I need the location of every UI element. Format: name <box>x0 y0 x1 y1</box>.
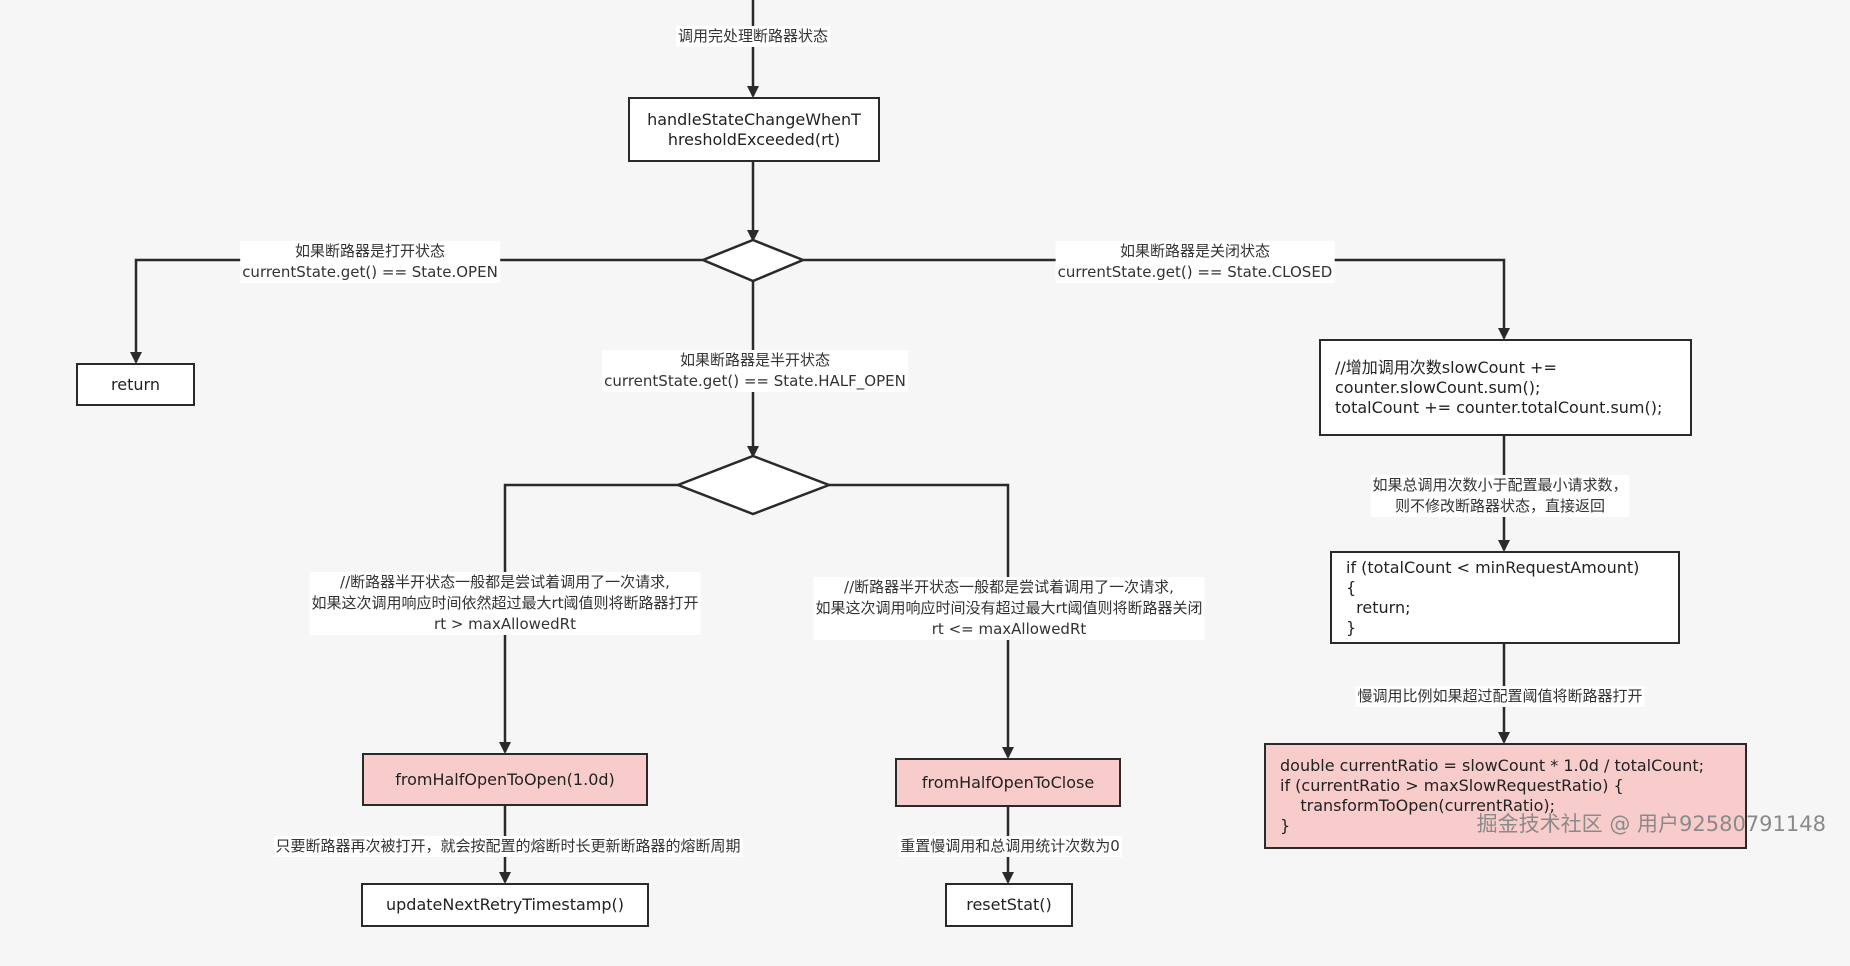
min-request-check-node: if (totalCount < minRequestAmount) { ret… <box>1330 551 1680 644</box>
label-top: 调用完处理断路器状态 <box>675 26 831 47</box>
update-next-retry-node: updateNextRetryTimestamp() <box>361 883 649 927</box>
label-open-state: 如果断路器是打开状态 currentState.get() == State.O… <box>240 241 500 283</box>
decision-half-open-diamond <box>674 454 833 516</box>
edge-to-increment <box>803 258 1510 340</box>
from-half-open-to-close-node: fromHalfOpenToClose <box>895 758 1121 807</box>
decision-state-diamond <box>699 238 807 283</box>
return-node: return <box>76 363 195 406</box>
watermark: 掘金技术社区 @ 用户92580791148 <box>1476 812 1826 836</box>
slow-ratio-check-node: double currentRatio = slowCount * 1.0d /… <box>1264 743 1747 849</box>
edge-to-open <box>499 483 678 754</box>
label-half-open-state: 如果断路器是半开状态 currentState.get() == State.H… <box>602 350 908 392</box>
handle-state-change-node: handleStateChangeWhenT hresholdExceeded(… <box>628 97 880 162</box>
edge-to-return <box>130 258 703 364</box>
label-retry-note: 只要断路器再次被打开，就会按配置的熔断时长更新断路器的熔断周期 <box>273 836 743 857</box>
label-closed-state: 如果断路器是关闭状态 currentState.get() == State.C… <box>1055 241 1335 283</box>
label-reset-note: 重置慢调用和总调用统计次数为0 <box>898 836 1122 857</box>
reset-stat-node: resetStat() <box>945 883 1073 927</box>
increment-count-node: //增加调用次数slowCount += counter.slowCount.s… <box>1319 339 1692 436</box>
from-half-open-to-open-node: fromHalfOpenToOpen(1.0d) <box>362 753 648 806</box>
edge-to-close <box>829 483 1014 759</box>
label-slow-ratio-note: 慢调用比例如果超过配置阈值将断路器打开 <box>1355 686 1645 707</box>
label-half-still-exceed: //断路器半开状态一般都是尝试着调用了一次请求, 如果这次调用响应时间依然超过最… <box>309 572 701 635</box>
label-min-request-note: 如果总调用次数小于配置最小请求数， 则不修改断路器状态，直接返回 <box>1370 475 1630 517</box>
label-half-not-exceed: //断路器半开状态一般都是尝试着调用了一次请求, 如果这次调用响应时间没有超过最… <box>813 577 1205 640</box>
